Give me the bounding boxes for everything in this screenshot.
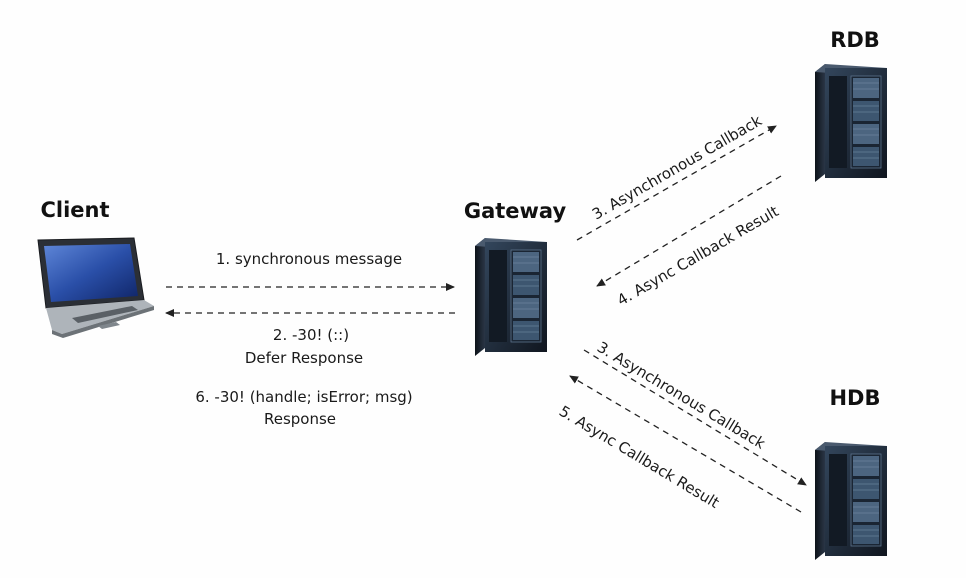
label-response-line1: 6. -30! (handle; isError; msg) (195, 388, 412, 406)
hdb-title: HDB (829, 386, 880, 410)
hdb-server-icon (814, 441, 888, 561)
rdb-title: RDB (830, 28, 880, 52)
laptop-icon (37, 237, 154, 338)
label-rdb-callback-result: 4. Async Callback Result (614, 202, 782, 309)
label-rdb-async-callback: 3. Asynchronous Callback (589, 111, 765, 223)
gateway-title: Gateway (464, 199, 567, 223)
rdb-server-icon (814, 63, 888, 183)
arrow-gateway-to-hdb (583, 349, 807, 486)
arrow-gateway-to-rdb (576, 125, 777, 241)
label-synchronous-message: 1. synchronous message (216, 250, 402, 268)
gateway-server-icon (474, 237, 548, 357)
arrow-hdb-to-gateway (569, 375, 802, 513)
label-defer-line1: 2. -30! (::) (273, 326, 349, 344)
label-response-line2: Response (264, 410, 336, 428)
label-defer-line2: Defer Response (245, 349, 363, 367)
arrow-rdb-to-gateway (596, 175, 782, 287)
client-title: Client (40, 198, 109, 222)
